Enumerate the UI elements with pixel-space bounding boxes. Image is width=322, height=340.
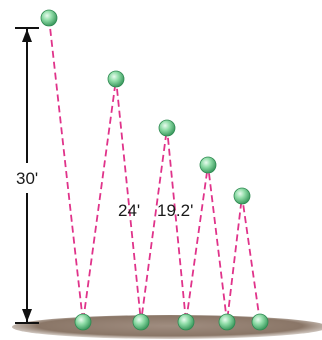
ball-ground-1 <box>75 314 91 330</box>
bounce-path <box>49 18 260 322</box>
ball-apex-1 <box>41 10 57 26</box>
ball-ground-2 <box>133 314 149 330</box>
ball-apex-4 <box>200 157 216 173</box>
ball-apex-5 <box>234 188 250 204</box>
dimension-arrow-up-icon <box>22 29 32 42</box>
second-height-label: 24' <box>118 201 140 220</box>
ground-surface <box>12 315 322 339</box>
initial-height-label: 30' <box>16 169 38 188</box>
ball-apex-2 <box>108 71 124 87</box>
ball-apex-3 <box>159 120 175 136</box>
third-height-label: 19.2' <box>157 201 193 220</box>
dimension-arrow-down-icon <box>22 309 32 322</box>
ball-ground-4 <box>219 314 235 330</box>
ball-ground-5 <box>252 314 268 330</box>
ball-ground-3 <box>178 314 194 330</box>
